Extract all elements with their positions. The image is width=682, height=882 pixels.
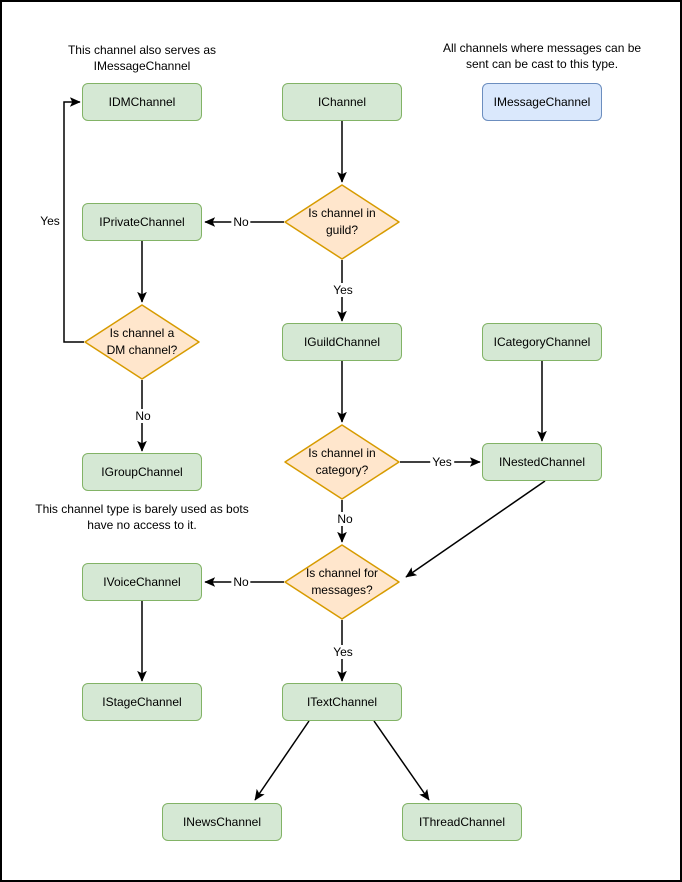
node-label: IDMChannel <box>108 94 176 109</box>
node-label: INestedChannel <box>498 454 586 469</box>
edge-itextchannel-to-ithreadchannel <box>373 720 430 800</box>
edge-label-guild-yes: Yes <box>331 283 355 297</box>
edge-label-messages-no: No <box>231 575 251 589</box>
node-imessagechannel: IMessageChannel <box>482 83 602 121</box>
node-label: IMessageChannel <box>493 94 591 109</box>
edge-label-category-no: No <box>335 512 355 526</box>
node-ichannel: IChannel <box>282 83 402 121</box>
node-iprivatechannel: IPrivateChannel <box>82 203 202 241</box>
node-label: IVoiceChannel <box>103 574 181 589</box>
node-iguildchannel: IGuildChannel <box>282 323 402 361</box>
diamond-shape <box>284 424 400 500</box>
node-idmchannel: IDMChannel <box>82 83 202 121</box>
decision-label: Is channel for messages? <box>305 566 379 597</box>
node-inestedchannel: INestedChannel <box>482 443 602 481</box>
diamond-shape <box>284 544 400 620</box>
edge-dm-yes-to-idmchannel <box>63 102 84 343</box>
decision-label: Is channel a DM channel? <box>106 326 178 357</box>
decision-is-channel-in-guild: Is channel in guild? <box>284 184 400 260</box>
decision-label: Is channel in category? <box>308 446 376 477</box>
node-label: IStageChannel <box>102 694 182 709</box>
node-igroupchannel: IGroupChannel <box>82 453 202 491</box>
note-idmchannel-serves-imessagechannel: This channel also serves as IMessageChan… <box>67 43 217 73</box>
node-label: ITextChannel <box>306 694 378 709</box>
edge-inestedchannel-to-messages-decision <box>406 480 546 578</box>
node-label: IPrivateChannel <box>99 214 185 229</box>
node-icategorychannel: ICategoryChannel <box>482 323 602 361</box>
edge-label-guild-no: No <box>231 215 251 229</box>
node-label: IGuildChannel <box>303 334 381 349</box>
node-inewschannel: INewsChannel <box>162 803 282 841</box>
node-label: IChannel <box>317 94 367 109</box>
edge-label-dm-yes: Yes <box>38 214 62 228</box>
node-label: ICategoryChannel <box>493 334 591 349</box>
decision-label: Is channel in guild? <box>308 206 376 237</box>
node-ithreadchannel: IThreadChannel <box>402 803 522 841</box>
decision-is-channel-for-messages: Is channel for messages? <box>284 544 400 620</box>
edge-label-category-yes: Yes <box>430 455 454 469</box>
node-label: IGroupChannel <box>101 464 183 479</box>
node-ivoicechannel: IVoiceChannel <box>82 563 202 601</box>
edge-label-dm-no: No <box>133 409 153 423</box>
edge-label-messages-yes: Yes <box>331 645 355 659</box>
node-label: IThreadChannel <box>418 814 506 829</box>
node-itextchannel: ITextChannel <box>282 683 402 721</box>
edge-itextchannel-to-inewschannel <box>254 720 310 800</box>
note-igroupchannel-barely-used: This channel type is barely used as bots… <box>35 502 249 532</box>
node-istagechannel: IStageChannel <box>82 683 202 721</box>
diamond-shape <box>84 304 200 380</box>
decision-is-channel-a-dm: Is channel a DM channel? <box>84 304 200 380</box>
decision-is-channel-in-category: Is channel in category? <box>284 424 400 500</box>
diamond-shape <box>284 184 400 260</box>
node-label: INewsChannel <box>182 814 262 829</box>
note-imessagechannel-cast: All channels where messages can be sent … <box>442 41 642 71</box>
